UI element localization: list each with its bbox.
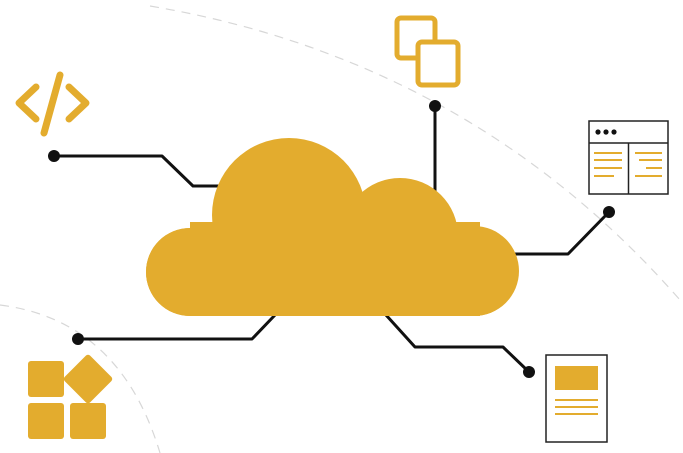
dot-copy [429, 100, 441, 112]
connector-browser [508, 210, 611, 256]
connector-document [384, 313, 531, 374]
dot-code [48, 150, 60, 162]
connector-apps [78, 313, 277, 341]
dashed-arc-lower [0, 304, 161, 453]
browser-window-icon [588, 120, 669, 195]
cloud-icon [146, 138, 519, 316]
app-grid-icon [28, 354, 113, 439]
dashed-arc-upper [149, 5, 681, 301]
connector-code [54, 154, 230, 188]
dot-apps [72, 333, 84, 345]
document-icon [545, 354, 608, 443]
code-brackets-icon [15, 71, 90, 137]
copy-squares-icon [394, 15, 461, 88]
dot-document [523, 366, 535, 378]
dot-browser [603, 206, 615, 218]
connector-dots [48, 100, 615, 378]
connector-lines [54, 106, 611, 374]
